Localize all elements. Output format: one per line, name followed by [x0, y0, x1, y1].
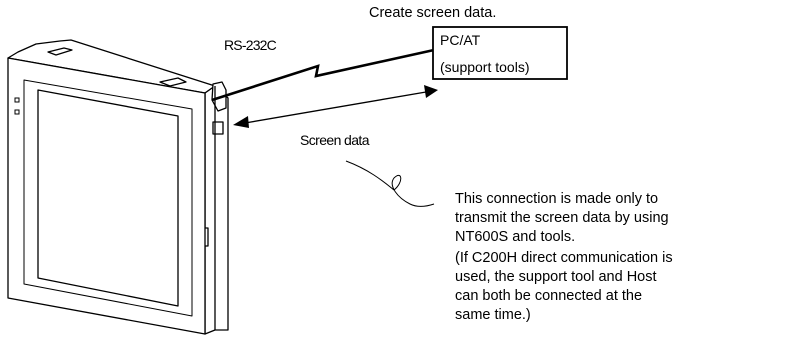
note-line: (If C200H direct communication is: [455, 250, 673, 266]
screen-data-label: Screen data: [300, 132, 370, 148]
screen-data-arrow: [233, 85, 438, 128]
terminal-unit-illustration: [7, 39, 229, 335]
pc-at-label: PC/AT: [440, 32, 481, 48]
support-tools-label: (support tools): [440, 59, 529, 75]
rs232c-cable-line: [211, 48, 435, 102]
note-line: NT600S and tools.: [455, 229, 575, 245]
indicator-light-icon: [14, 109, 20, 115]
create-screen-data-caption: Create screen data.: [369, 5, 496, 21]
rs232c-label: RS-232C: [224, 37, 277, 53]
connection-note: This connection is made only to transmit…: [455, 191, 673, 323]
note-line: transmit the screen data by using: [455, 210, 669, 226]
callout-pointer-line: [345, 160, 435, 207]
note-line: same time.): [455, 307, 531, 323]
note-line: This connection is made only to: [455, 191, 658, 207]
note-line: used, the support tool and Host: [455, 269, 657, 285]
pc-at-box: [432, 26, 568, 80]
indicator-light-icon: [14, 97, 20, 103]
note-line: can both be connected at the: [455, 288, 642, 304]
